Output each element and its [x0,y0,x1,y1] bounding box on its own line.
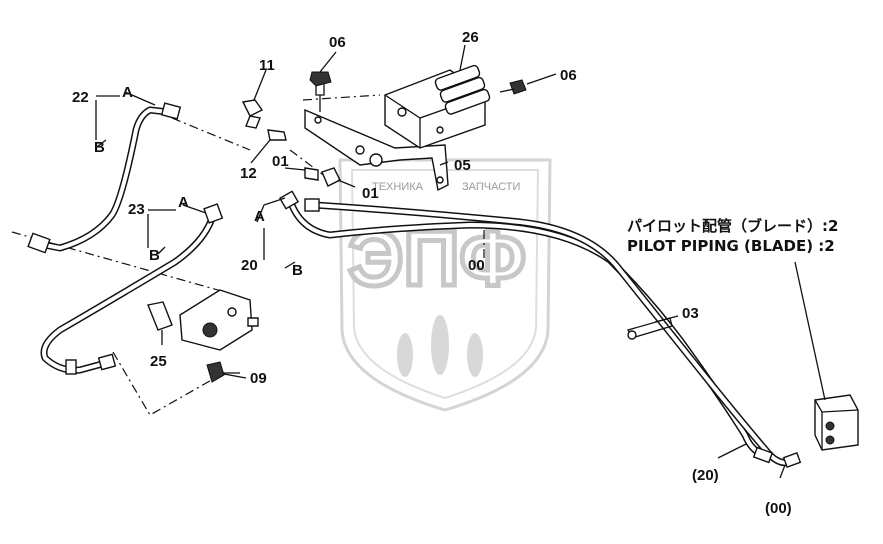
label-23: 23 [128,201,145,218]
label-11: 11 [259,57,275,74]
label-20-B: B [292,262,303,279]
label-01-left: 01 [272,153,289,170]
bolt-06-right [499,79,527,95]
watermark-tag-left: ТЕХНИКА [372,181,424,193]
label-01-right: 01 [362,185,379,202]
label-09: 09 [250,370,267,387]
label-26: 26 [462,29,479,46]
label-22-A: A [122,84,133,101]
label-20-paren: (20) [692,467,719,484]
title-jp: パイロット配管（ブレード）:2 [627,217,838,235]
watermark-tag-right: ЗАПЧАСТИ [462,181,520,193]
label-23-A: A [178,194,189,211]
hose-23 [40,203,224,375]
leader-lines [95,44,826,479]
label-00: 00 [468,257,485,274]
fitting-12 [267,129,287,141]
label-05: 05 [454,157,471,174]
valve-block [179,289,259,351]
fitting-11 [241,99,264,129]
label-12: 12 [240,165,257,182]
label-25: 25 [150,353,167,370]
hose-20-00 [278,190,802,468]
title-en: PILOT PIPING (BLADE) :2 [627,237,835,255]
control-block [814,394,859,451]
bolt-06-top [309,71,332,112]
label-23-B: B [149,247,160,264]
adapter-25 [147,301,173,331]
label-20-A: A [254,208,265,225]
label-06-right: 06 [560,67,577,84]
pilot-valve-26 [369,64,491,167]
label-06-top: 06 [329,34,346,51]
label-03: 03 [682,305,699,322]
center-lines [11,94,485,416]
fitting-01 [304,167,341,187]
label-22: 22 [72,89,89,106]
label-00-paren: (00) [765,500,792,517]
elbow-09 [206,361,240,383]
label-22-B: B [94,139,105,156]
hose-22 [27,102,182,254]
label-20: 20 [241,257,258,274]
